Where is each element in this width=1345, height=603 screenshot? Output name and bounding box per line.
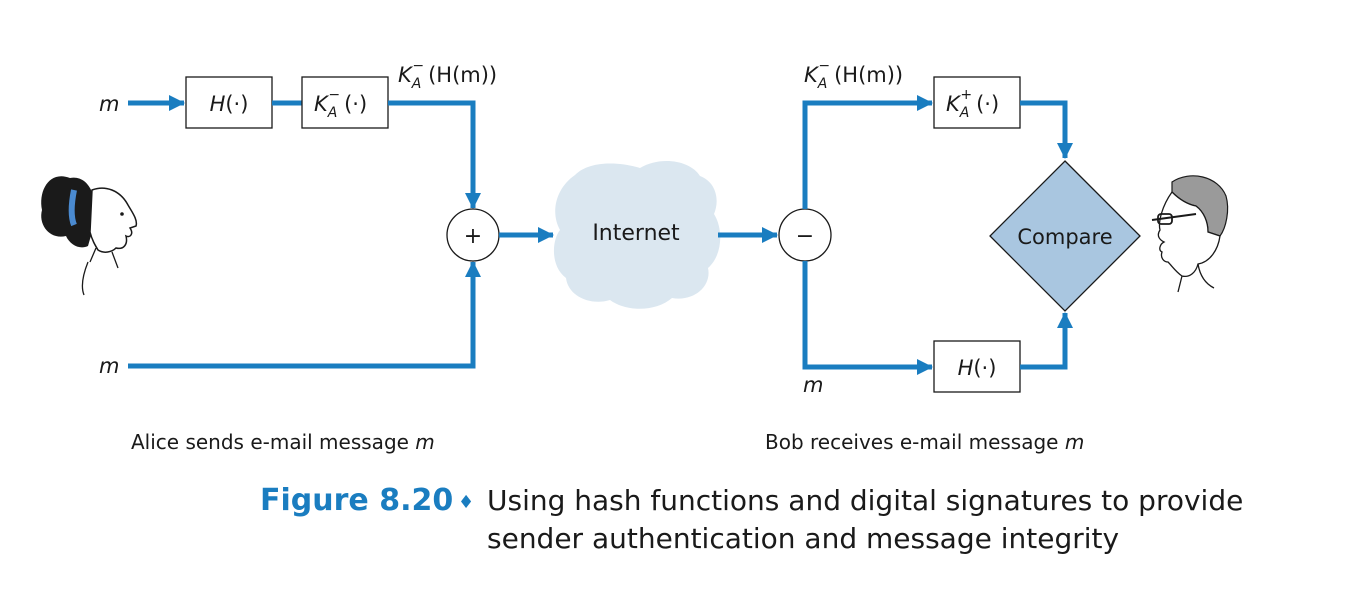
bob-decrypt-label: KA+(·) xyxy=(946,87,999,121)
bob-decrypt-box xyxy=(933,76,1021,129)
arrow-minus-to-hash xyxy=(802,261,933,375)
arrow-m-to-plus xyxy=(128,261,481,369)
compare-label: Compare xyxy=(1017,225,1112,249)
compare-diamond xyxy=(989,160,1141,312)
split-symbol: − xyxy=(796,224,814,249)
figure-number: Figure 8.20 xyxy=(260,483,453,518)
alice-m-top-label: m xyxy=(99,92,119,116)
alice-hash-label: H(·) xyxy=(210,92,249,116)
bob-caption: Bob receives e-mail message m xyxy=(765,430,1084,454)
caption-line-2: sender authentication and message integr… xyxy=(487,522,1119,555)
bob-signed-label: KA−(H(m)) xyxy=(804,58,903,92)
arrow-minus-to-decrypt xyxy=(802,95,933,209)
combine-symbol: + xyxy=(464,224,482,249)
alice-m-bottom-label: m xyxy=(99,354,119,378)
internet-cloud xyxy=(553,161,721,309)
alice-icon xyxy=(41,176,138,296)
arrow-hash-to-compare xyxy=(1020,312,1073,370)
alice-encrypt-box xyxy=(301,76,389,129)
internet-label: Internet xyxy=(592,221,680,246)
alice-encrypt-label: KA−(·) xyxy=(314,87,367,121)
caption-line-1: Using hash functions and digital signatu… xyxy=(487,484,1243,517)
arrow-encrypt-to-plus xyxy=(388,100,481,209)
bob-hash-box xyxy=(933,340,1021,393)
alice-signed-label: KA−(H(m)) xyxy=(398,58,497,92)
caption-bullet: ♦ xyxy=(458,492,474,513)
bob-icon xyxy=(1151,175,1229,293)
arrow-decrypt-to-compare xyxy=(1020,100,1073,159)
bob-hash-label: H(·) xyxy=(958,356,997,380)
alice-caption: Alice sends e-mail message m xyxy=(131,430,435,454)
bob-m-label: m xyxy=(803,373,823,397)
